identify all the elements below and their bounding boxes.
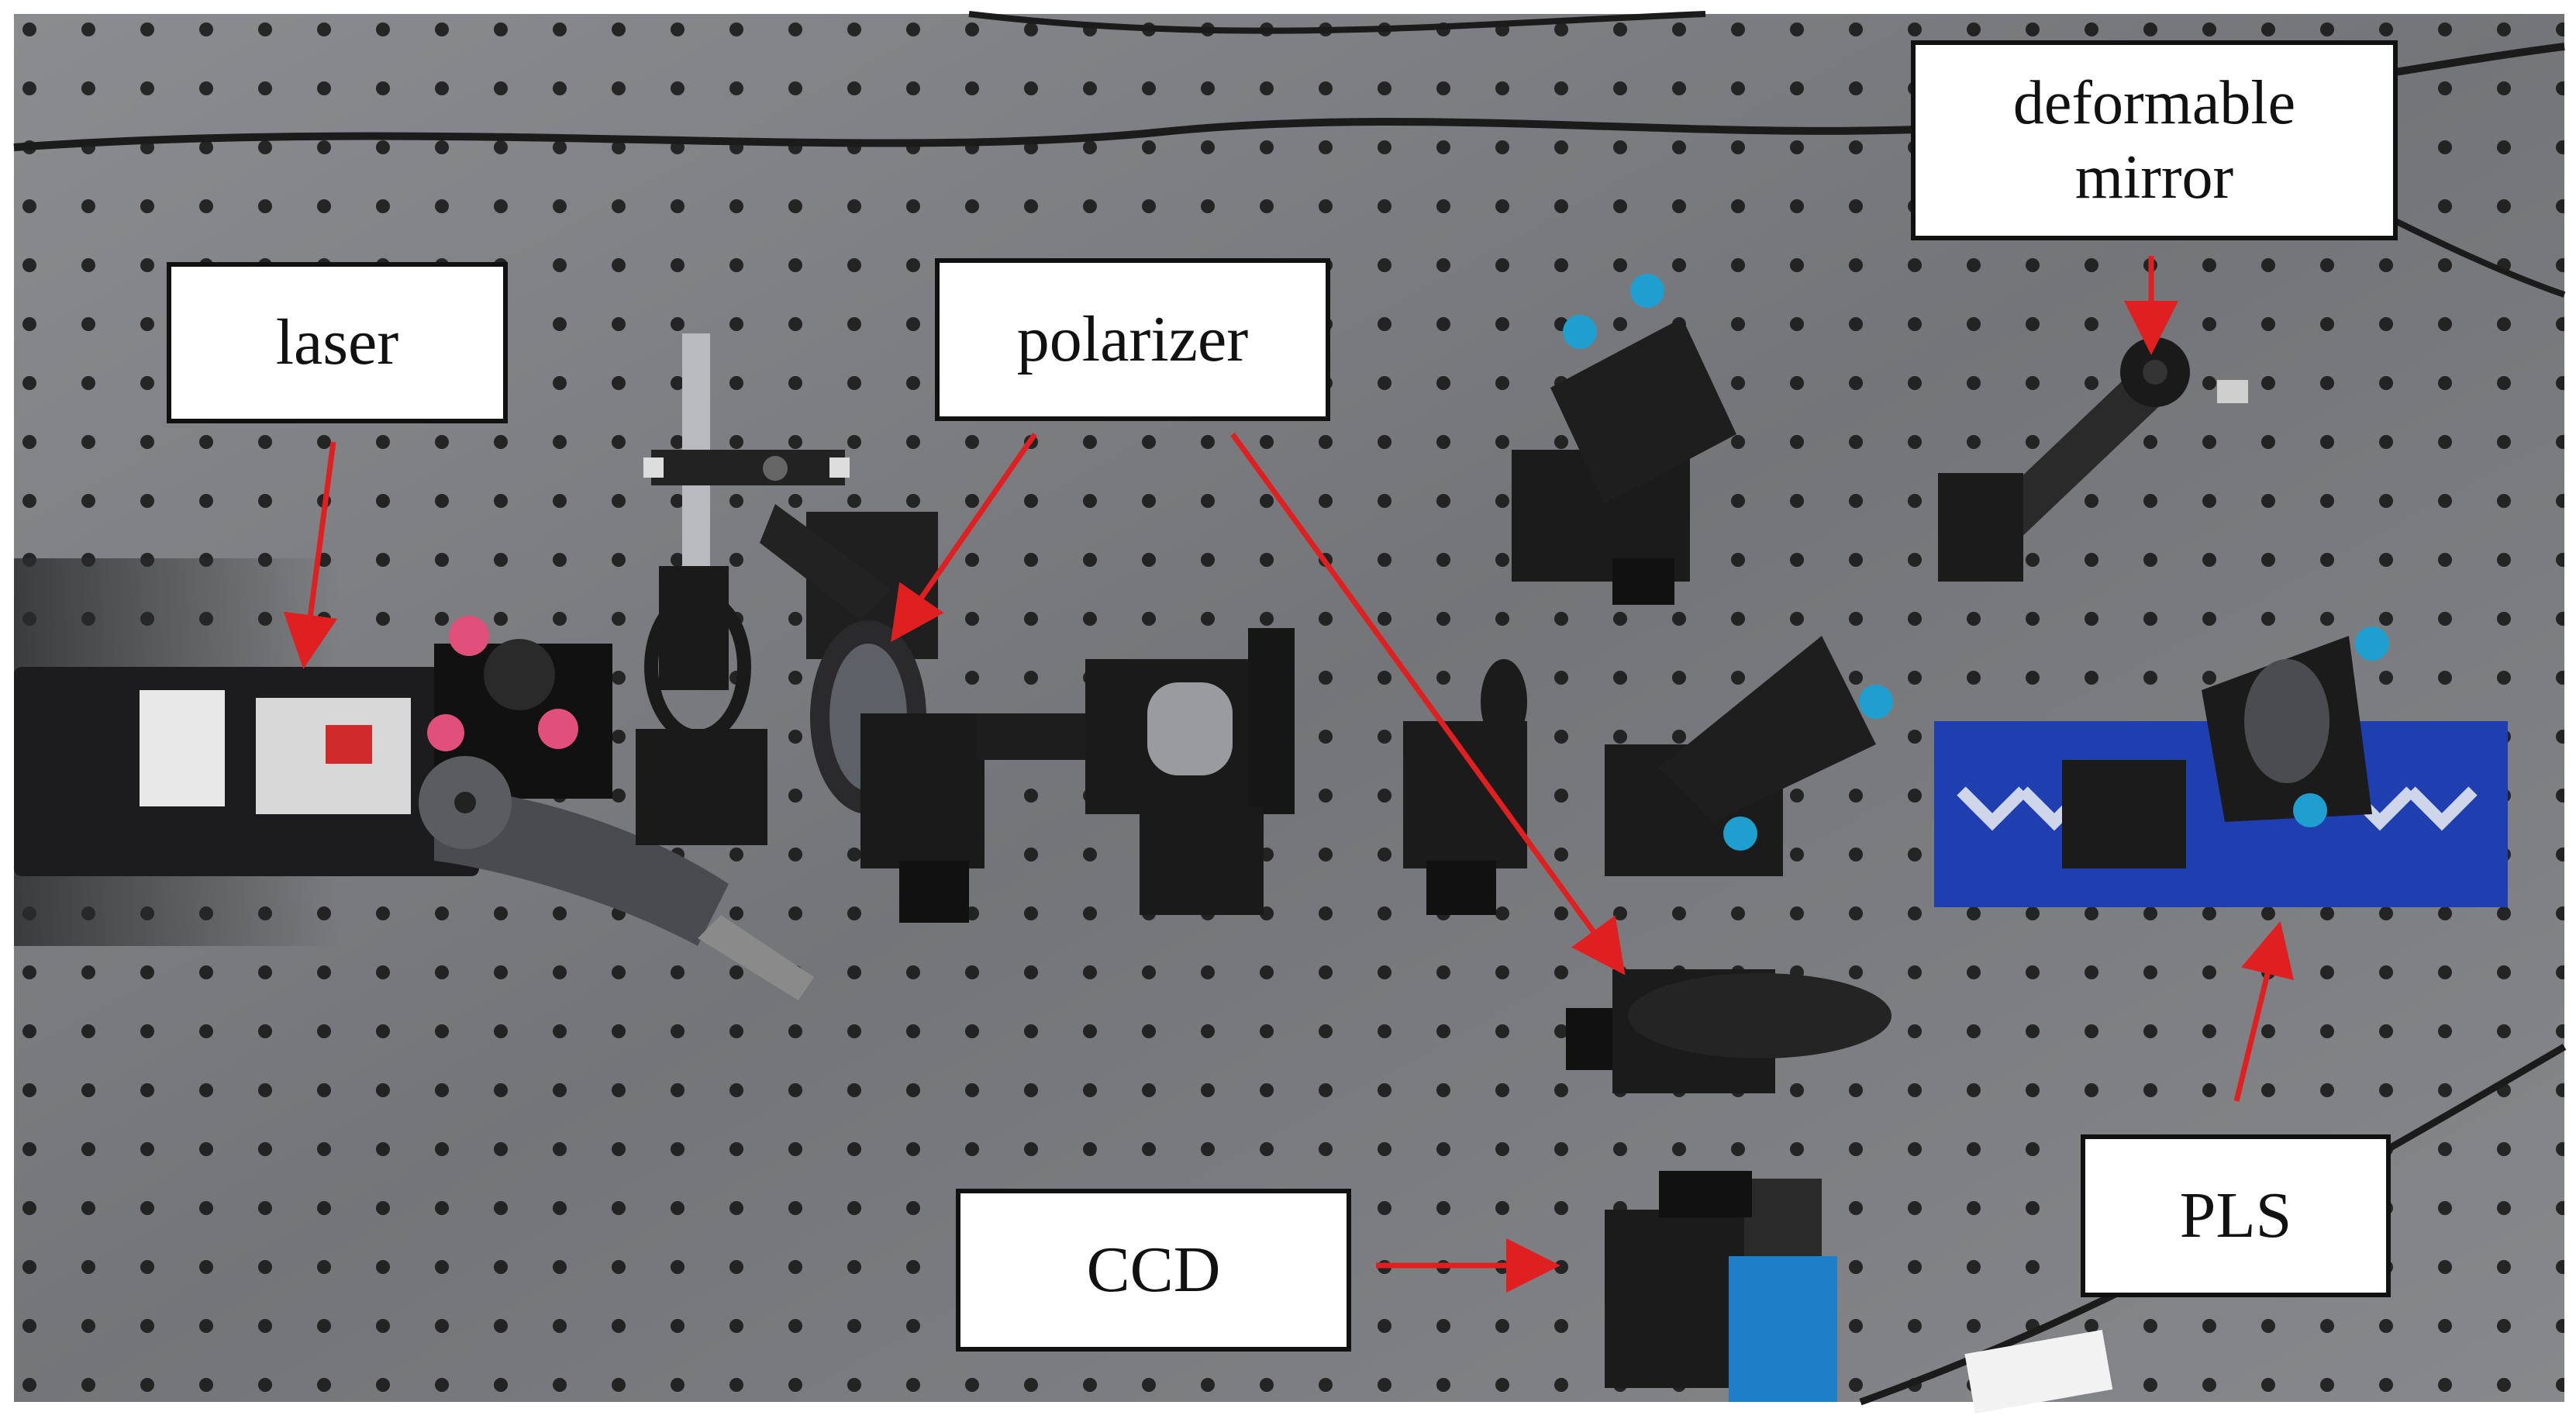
- polarizer-device: [760, 504, 985, 923]
- deformable-mirror-label-text: deformable mirror: [2013, 66, 2295, 215]
- cable: [968, 11, 1706, 34]
- pls-label: PLS: [2081, 1134, 2391, 1297]
- paper-tag: [1964, 1329, 2113, 1414]
- lens-tube-mount: [977, 628, 1295, 915]
- laser-label-text: laser: [275, 306, 399, 378]
- ccd-label: CCD: [956, 1189, 1351, 1352]
- arrow-polarizer-2: [1230, 432, 1626, 975]
- deformable-mirror-label-line1: deformable: [2012, 69, 2296, 137]
- kinematic-mount: [1605, 636, 1893, 876]
- polarizer-label-text: polarizer: [1016, 302, 1249, 375]
- deformable-mirror-device: [1938, 337, 2248, 582]
- laser-label: laser: [167, 262, 508, 423]
- polarizer-label: polarizer: [935, 258, 1330, 421]
- arrow-laser: [283, 441, 338, 669]
- deformable-mirror-label: deformable mirror: [1911, 40, 2398, 240]
- deformable-mirror-label-line2: mirror: [2074, 143, 2234, 212]
- ccd-device: [1605, 1171, 1837, 1402]
- ccd-label-text: CCD: [1086, 1233, 1221, 1306]
- cable: [2386, 214, 2566, 298]
- mirror-mount: [1403, 659, 1527, 915]
- pls-label-text: PLS: [2179, 1179, 2292, 1252]
- annotation-arrows: [283, 256, 2295, 1293]
- kinematic-mount: [1512, 274, 1736, 605]
- rod-mount: [636, 333, 850, 845]
- mount: [1566, 969, 1891, 1093]
- arrow-polarizer-1: [891, 433, 1037, 643]
- arrow-pls: [2233, 920, 2295, 1102]
- laser-device: [14, 616, 814, 1000]
- pls-device: [1934, 627, 2508, 907]
